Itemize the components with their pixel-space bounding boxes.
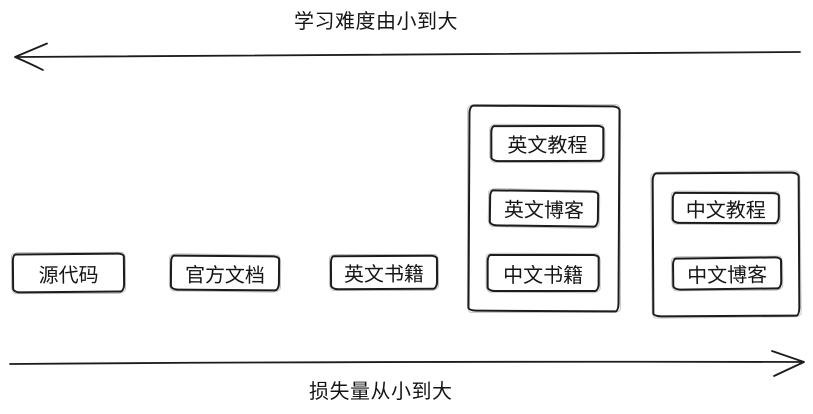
- node-english-books: 英文书籍: [329, 254, 439, 291]
- top-axis-label: 学习难度由小到大: [294, 11, 458, 33]
- bottom-arrow-shaft: [9, 360, 802, 365]
- node-english-blogs: 英文博客: [488, 189, 600, 228]
- node-source-code: 源代码: [11, 252, 126, 294]
- top-arrow-head-icon: [14, 42, 48, 71]
- group-box-english: 英文教程 英文博客 中文书籍: [467, 104, 621, 313]
- bottom-arrow-head-icon: [771, 350, 805, 377]
- node-chinese-blogs: 中文博客: [671, 256, 783, 291]
- node-chinese-tutorials: 中文教程: [671, 191, 780, 225]
- node-english-tutorials: 英文教程: [490, 124, 605, 163]
- node-official-docs: 官方文档: [169, 254, 281, 292]
- top-axis-arrow: [14, 42, 801, 71]
- top-arrow-shaft: [16, 51, 801, 58]
- bottom-axis-arrow: [9, 350, 805, 377]
- node-chinese-books: 中文书籍: [486, 253, 600, 292]
- group-box-chinese: 中文教程 中文博客: [651, 171, 801, 318]
- bottom-axis-label: 损失量从小到大: [309, 381, 453, 403]
